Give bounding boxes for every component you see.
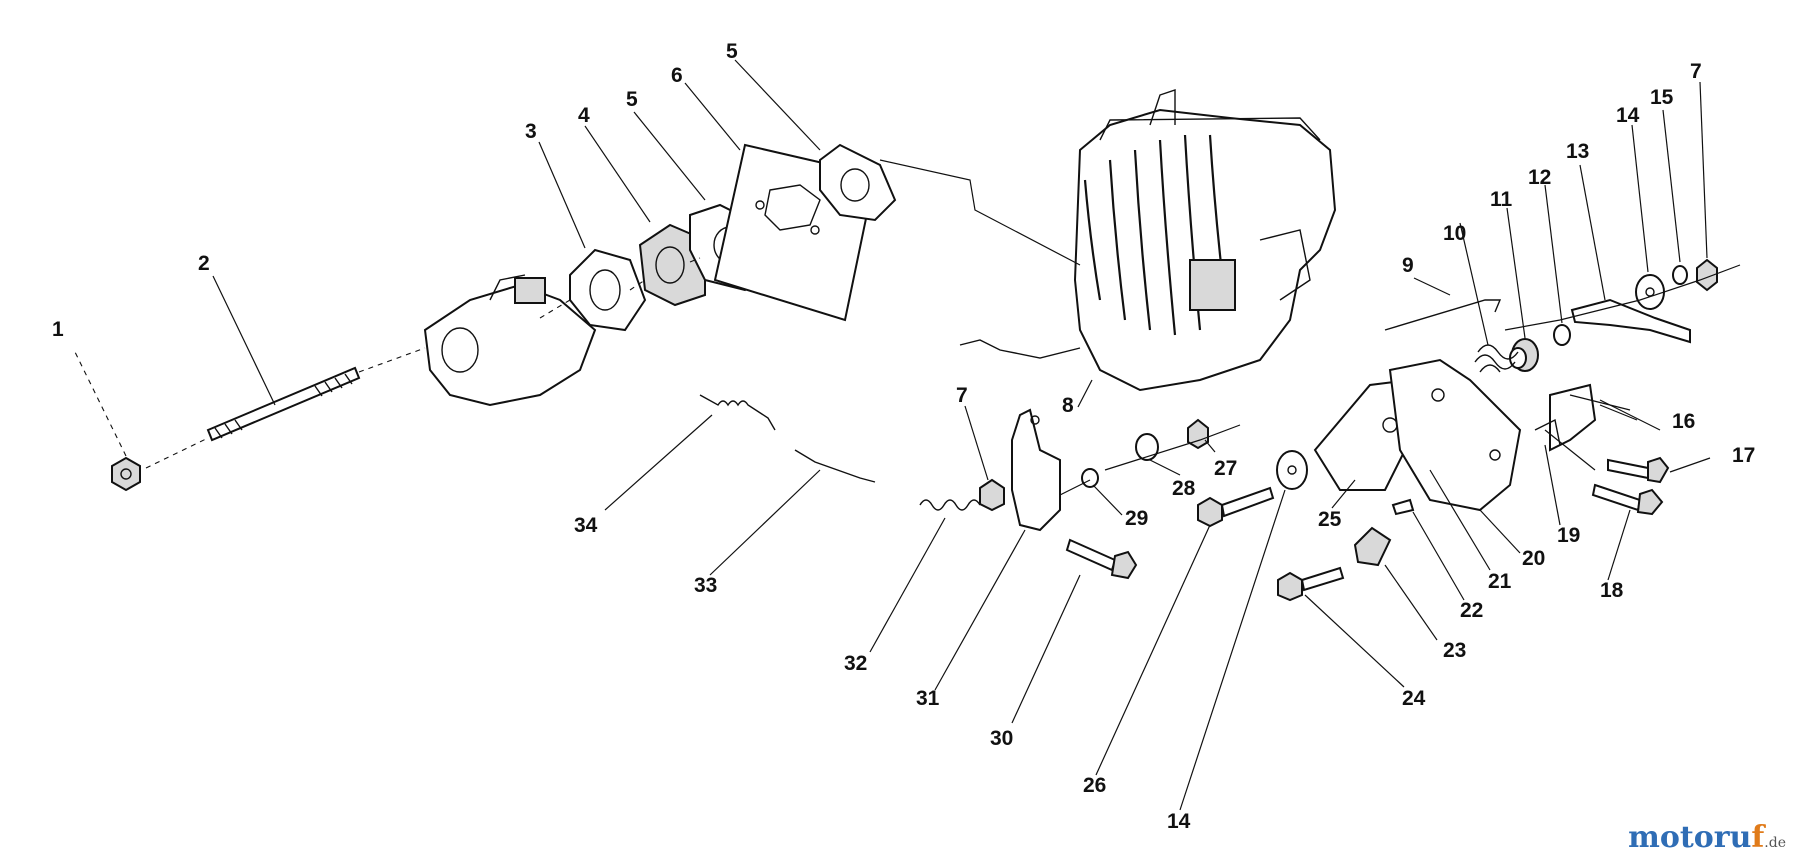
callout-14b: 14 — [1167, 810, 1191, 833]
engine-block — [1073, 89, 1337, 392]
insulator-spacer — [638, 223, 706, 307]
callout-17: 17 — [1732, 444, 1755, 467]
callout-12: 12 — [1528, 166, 1551, 189]
callout-10: 10 — [1443, 222, 1466, 245]
governor-lever — [1011, 408, 1061, 532]
link-8 — [959, 339, 1081, 359]
callout-27: 27 — [1214, 457, 1237, 480]
callout-23: 23 — [1443, 639, 1466, 662]
callout-8: 8 — [1062, 394, 1074, 417]
callout-19: 19 — [1557, 524, 1580, 547]
callout-1: 1 — [52, 318, 64, 341]
washer-12 — [1553, 324, 1571, 346]
callout-5a: 5 — [626, 88, 638, 111]
washer-29 — [1081, 468, 1099, 488]
clip-19 — [1534, 418, 1561, 446]
washer-14-top — [1635, 274, 1665, 310]
nut-7-lower — [979, 478, 1005, 512]
callout-14a: 14 — [1616, 104, 1640, 127]
lock-washer-15 — [1672, 265, 1688, 285]
callout-9: 9 — [1402, 254, 1414, 277]
bolt-18 — [1591, 483, 1664, 516]
watermark-accent: f — [1751, 820, 1765, 855]
callout-13: 13 — [1566, 140, 1589, 163]
callout-7a: 7 — [1690, 60, 1702, 83]
bolt-24 — [1277, 566, 1345, 602]
callout-7c: 7 — [956, 384, 968, 407]
lever-bracket — [1570, 298, 1691, 344]
spring-32 — [919, 499, 981, 511]
washer-28 — [1135, 433, 1159, 461]
callout-29: 29 — [1125, 507, 1148, 530]
callout-2: 2 — [198, 252, 210, 275]
nut — [111, 456, 141, 492]
callout-26: 26 — [1083, 774, 1106, 797]
leader-lines — [74, 59, 1741, 811]
bolt-26 — [1197, 486, 1275, 528]
spring-34 — [699, 394, 776, 431]
control-plate — [1388, 358, 1522, 512]
carburetor — [423, 274, 597, 407]
nut-27 — [1187, 418, 1209, 450]
callout-18: 18 — [1600, 579, 1624, 602]
watermark-logo: motoruf.de — [1628, 820, 1786, 855]
callout-32: 32 — [844, 652, 867, 675]
callout-15: 15 — [1650, 86, 1674, 109]
bracket-16 — [1549, 383, 1597, 452]
callout-3: 3 — [525, 120, 537, 143]
callout-20: 20 — [1522, 547, 1545, 570]
bushing-11 — [1509, 338, 1539, 372]
bolt-17 — [1607, 456, 1670, 484]
callout-34: 34 — [574, 514, 598, 537]
callout-24: 24 — [1402, 687, 1426, 710]
callout-4: 4 — [578, 104, 590, 127]
watermark-main: motoru — [1628, 820, 1752, 855]
callout-6: 6 — [671, 64, 683, 87]
callout-16: 16 — [1672, 410, 1695, 433]
gasket — [569, 248, 647, 332]
stud — [206, 366, 361, 442]
callout-21: 21 — [1488, 570, 1512, 593]
bolt-30 — [1065, 538, 1138, 580]
callout-25: 25 — [1318, 508, 1342, 531]
callout-31: 31 — [916, 687, 940, 710]
governor-rod — [1384, 299, 1502, 331]
callout-labels: 1 2 3 4 5 6 5 7 8 9 10 11 12 13 14 15 7 … — [52, 40, 1755, 833]
callout-30: 30 — [990, 727, 1013, 750]
callout-28: 28 — [1172, 477, 1196, 500]
callout-5b: 5 — [726, 40, 738, 63]
washer-14-lower — [1276, 450, 1308, 490]
callout-11: 11 — [1490, 188, 1513, 211]
nut-7-top — [1696, 258, 1718, 292]
gasket-5b — [819, 143, 897, 222]
link-33 — [794, 449, 876, 483]
callout-22: 22 — [1460, 599, 1483, 622]
pin-22 — [1391, 498, 1415, 516]
spring-10 — [1474, 344, 1519, 373]
watermark-suffix: .de — [1764, 835, 1786, 851]
callout-33: 33 — [694, 574, 717, 597]
clip-23 — [1353, 526, 1392, 567]
